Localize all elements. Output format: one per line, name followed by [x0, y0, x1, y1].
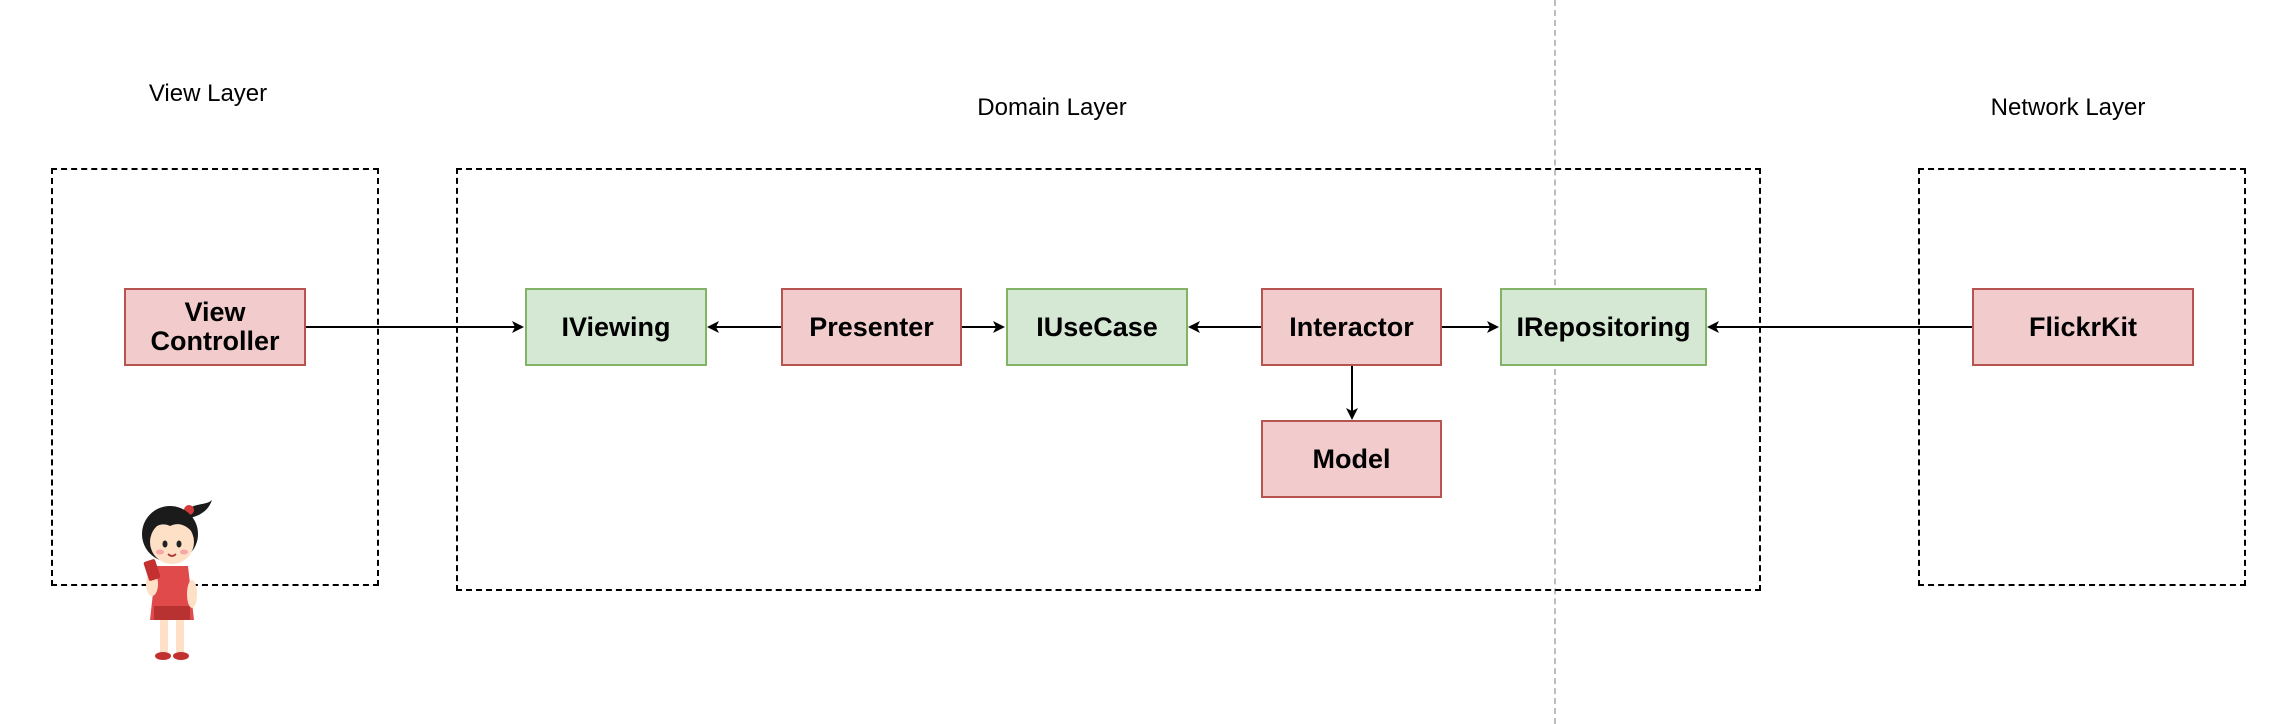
iviewing-node[interactable]: IViewing — [525, 288, 707, 366]
model-node[interactable]: Model — [1261, 420, 1442, 498]
view-layer-label: View Layer — [148, 80, 268, 107]
iusecase-node[interactable]: IUseCase — [1006, 288, 1188, 366]
irepositoring-node[interactable]: IRepositoring — [1500, 288, 1707, 366]
view-layer-container — [51, 168, 379, 586]
flickrkit-node[interactable]: FlickrKit — [1972, 288, 2194, 366]
view-controller-node[interactable]: View Controller — [124, 288, 306, 366]
interactor-node[interactable]: Interactor — [1261, 288, 1442, 366]
domain-layer-container — [456, 168, 1761, 591]
girl-with-phone-illustration — [142, 500, 212, 660]
presenter-node[interactable]: Presenter — [781, 288, 962, 366]
domain-layer-label: Domain Layer — [977, 94, 1127, 121]
network-layer-label: Network Layer — [1990, 94, 2146, 121]
network-layer-container — [1918, 168, 2246, 586]
